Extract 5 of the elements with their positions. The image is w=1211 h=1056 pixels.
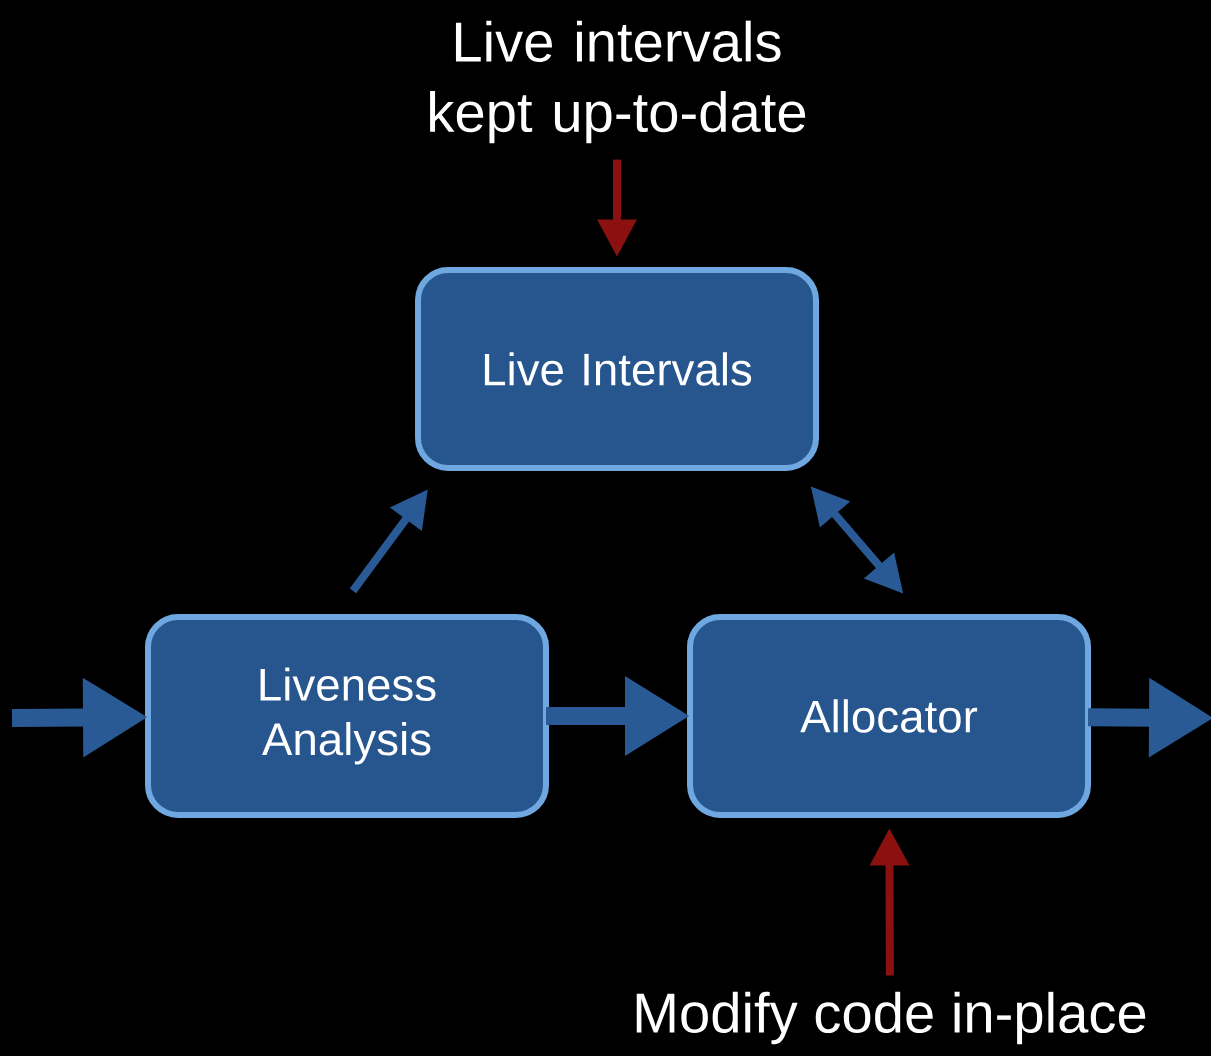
process-box: Live Intervals [415, 267, 819, 471]
note-text: Live intervals kept up-to-date [430, 20, 806, 144]
note-text: Modify code in-place [636, 991, 1146, 1045]
process-box: Allocator [687, 614, 1091, 818]
process-box: Liveness Analysis [145, 614, 549, 818]
